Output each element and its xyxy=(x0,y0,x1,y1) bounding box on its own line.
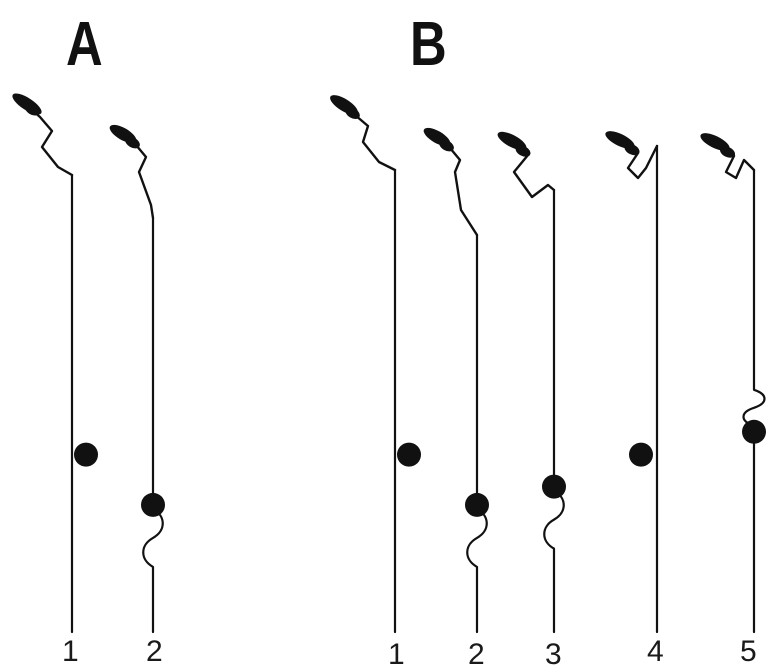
panel-a-label: A xyxy=(66,10,103,79)
strand-neck-b3 xyxy=(512,153,556,199)
bead-a2 xyxy=(141,492,165,517)
strand-number-a1: 1 xyxy=(62,635,79,668)
bead-b1 xyxy=(397,442,421,467)
strand-number-a2: 2 xyxy=(146,635,163,668)
strand-a2 xyxy=(109,124,165,634)
strand-line-a2 xyxy=(142,216,164,634)
bead-b2 xyxy=(465,492,489,517)
strand-head-tail-b4 xyxy=(624,143,640,156)
strand-number-b4: 4 xyxy=(647,635,664,668)
strands-layer xyxy=(12,93,766,634)
strand-neck-a1 xyxy=(29,107,74,177)
strand-head-b5 xyxy=(700,133,730,151)
strand-head-tail-b2 xyxy=(439,139,454,152)
strand-number-b1: 1 xyxy=(388,638,405,671)
strand-number-b5: 5 xyxy=(740,635,757,668)
strand-head-tail-b3 xyxy=(515,145,531,157)
strand-number-b3: 3 xyxy=(545,638,562,671)
strand-neck-b2 xyxy=(448,146,479,237)
strand-neck-a2 xyxy=(134,143,155,220)
strand-line-b2 xyxy=(466,233,488,634)
bead-b3 xyxy=(542,474,566,499)
strand-b1 xyxy=(330,95,421,634)
strand-neck-b5 xyxy=(724,154,756,180)
panel-b-label: B xyxy=(410,10,447,79)
bead-b5 xyxy=(742,419,766,444)
strand-a1 xyxy=(12,93,98,634)
strand-head-tail-a2 xyxy=(125,136,140,149)
strand-b2 xyxy=(423,127,489,634)
strand-neck-b1 xyxy=(353,113,397,172)
strand-neck-b4 xyxy=(626,144,659,180)
strand-head-tail-a1 xyxy=(24,103,40,116)
strand-number-b2: 2 xyxy=(468,638,485,671)
strand-line-b5 xyxy=(742,168,766,634)
bead-b4 xyxy=(629,442,653,467)
strand-b3 xyxy=(497,131,566,634)
strand-head-tail-b5 xyxy=(719,146,736,158)
bead-a1 xyxy=(74,442,98,467)
strand-b5 xyxy=(700,133,766,634)
strand-line-b3 xyxy=(543,188,565,634)
strand-b4 xyxy=(605,131,659,634)
strand-head-tail-b1 xyxy=(345,107,360,119)
